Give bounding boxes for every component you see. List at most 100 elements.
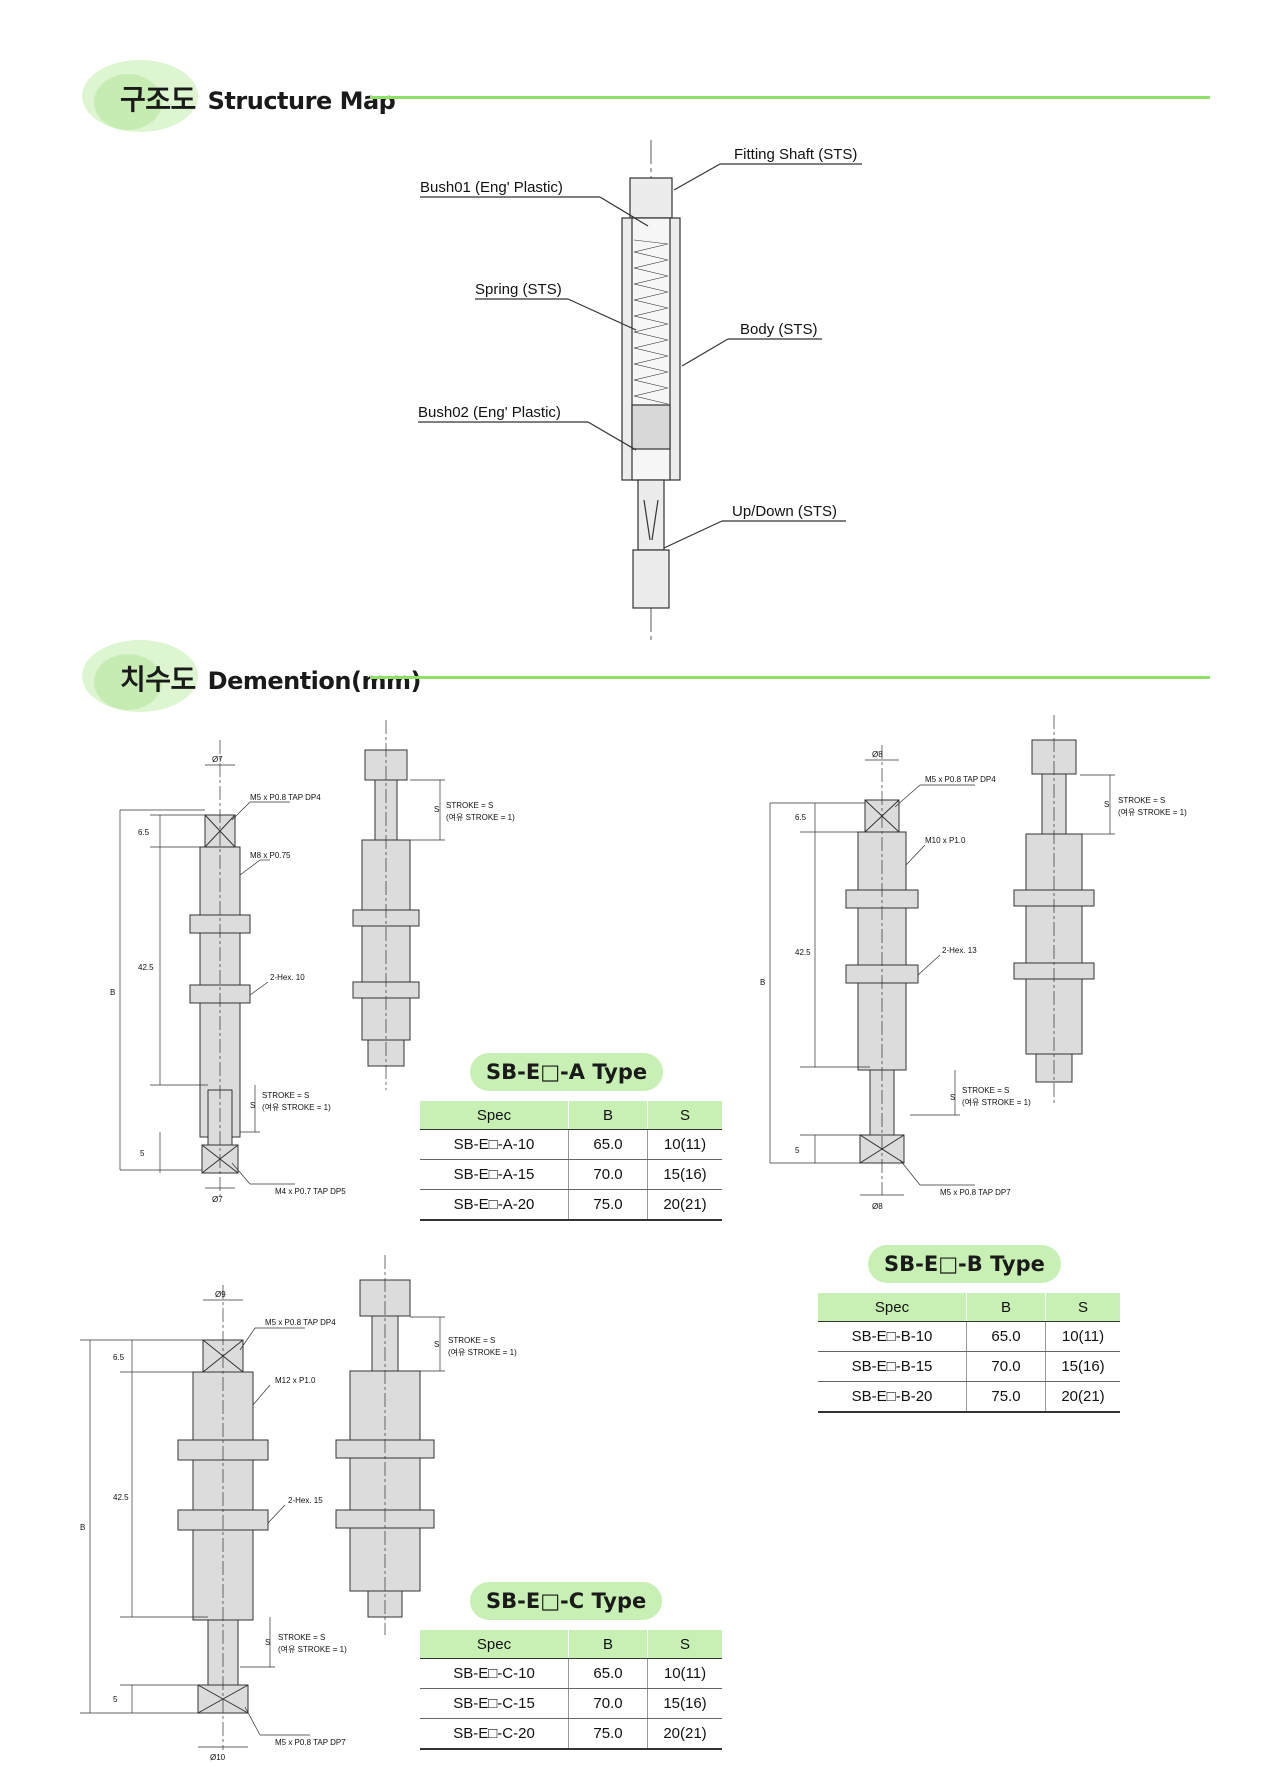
cell-spec: SB-E□-A-20 — [420, 1189, 569, 1221]
b-dim-s: S — [950, 1093, 955, 1102]
b-side-stroke1: STROKE = S — [1118, 796, 1165, 805]
drawing-b: Ø8 M5 x P0.8 TAP DP4 M10 x P1.0 2-Hex. 1… — [760, 715, 1187, 1211]
cell-s: 10(11) — [647, 1129, 722, 1160]
table-row: SB-E□-B-15 70.0 15(16) — [818, 1351, 1120, 1382]
col-header-spec: Spec — [420, 1101, 569, 1130]
cell-s: 15(16) — [647, 1159, 722, 1190]
col-header-b: B — [568, 1101, 648, 1130]
cell-s: 10(11) — [647, 1658, 722, 1689]
c-bot-tap: M5 x P0.8 TAP DP7 — [275, 1738, 346, 1747]
cell-b: 65.0 — [568, 1658, 648, 1689]
a-stroke1: STROKE = S — [262, 1091, 309, 1100]
col-header-s: S — [647, 1101, 722, 1130]
cell-s: 20(21) — [647, 1718, 722, 1750]
c-dim-5: 5 — [113, 1695, 118, 1704]
table-header-row: Spec B S — [818, 1293, 1120, 1322]
c-thread: M12 x P1.0 — [275, 1376, 316, 1385]
a-top-dia: Ø7 — [212, 755, 223, 764]
b-top-tap: M5 x P0.8 TAP DP4 — [925, 775, 996, 784]
spec-table-b: Spec B S SB-E□-B-10 65.0 10(11) SB-E□-B-… — [818, 1293, 1120, 1413]
cell-spec: SB-E□-C-15 — [420, 1688, 569, 1719]
cell-b: 75.0 — [568, 1189, 648, 1221]
table-row: SB-E□-A-10 65.0 10(11) — [420, 1129, 722, 1160]
a-side-dim-s: S — [434, 805, 439, 814]
drawing-c: Ø9 M5 x P0.8 TAP DP4 M12 x P1.0 2-Hex. 1… — [80, 1255, 517, 1762]
dimension-title: 치수도 Demention(mm) — [120, 658, 421, 698]
a-dim-b: B — [110, 988, 115, 997]
c-stroke1: STROKE = S — [278, 1633, 325, 1642]
cell-spec: SB-E□-C-10 — [420, 1658, 569, 1689]
col-header-s: S — [1045, 1293, 1120, 1322]
a-dim-425: 42.5 — [138, 963, 154, 972]
label-body: Body (STS) — [740, 321, 818, 338]
b-side-stroke2: (여유 STROKE = 1) — [1118, 807, 1187, 817]
table-b-title: SB-E□-B Type — [868, 1245, 1061, 1283]
table-header-row: Spec B S — [420, 1101, 722, 1130]
dimension-section-header: 치수도 Demention(mm) — [80, 636, 1210, 726]
structure-title: 구조도 Structure Map — [120, 78, 396, 118]
cell-b: 65.0 — [568, 1129, 648, 1160]
b-bot-dia: Ø8 — [872, 1202, 883, 1211]
cell-b: 70.0 — [568, 1159, 648, 1190]
table-row: SB-E□-C-10 65.0 10(11) — [420, 1658, 722, 1689]
a-dim-65: 6.5 — [138, 828, 150, 837]
cell-b: 65.0 — [966, 1321, 1046, 1352]
section-divider — [370, 96, 1210, 99]
table-row: SB-E□-B-20 75.0 20(21) — [818, 1381, 1120, 1413]
cell-s: 10(11) — [1045, 1321, 1120, 1352]
structure-title-en: Structure Map — [207, 87, 396, 115]
structure-section-header: 구조도 Structure Map — [80, 56, 1210, 146]
structure-map-drawing: Fitting Shaft (STS) Bush01 (Eng' Plastic… — [418, 140, 862, 640]
dimension-title-en: Demention(mm) — [207, 667, 422, 695]
cell-b: 70.0 — [568, 1688, 648, 1719]
table-row: SB-E□-A-20 75.0 20(21) — [420, 1189, 722, 1221]
col-header-b: B — [966, 1293, 1046, 1322]
spec-table-a: Spec B S SB-E□-A-10 65.0 10(11) SB-E□-A-… — [420, 1101, 722, 1221]
table-header-row: Spec B S — [420, 1630, 722, 1659]
cell-s: 15(16) — [647, 1688, 722, 1719]
label-updown: Up/Down (STS) — [732, 503, 837, 520]
cell-s: 20(21) — [1045, 1381, 1120, 1413]
label-bush01: Bush01 (Eng' Plastic) — [420, 179, 563, 196]
b-dim-b: B — [760, 978, 765, 987]
c-dim-425: 42.5 — [113, 1493, 129, 1502]
table-row: SB-E□-B-10 65.0 10(11) — [818, 1321, 1120, 1352]
label-bush02: Bush02 (Eng' Plastic) — [418, 404, 561, 421]
a-hex: 2-Hex. 10 — [270, 973, 305, 982]
section-divider — [370, 676, 1210, 679]
c-dim-s: S — [265, 1638, 270, 1647]
a-side-stroke2: (여유 STROKE = 1) — [446, 812, 515, 822]
col-header-spec: Spec — [420, 1630, 569, 1659]
a-stroke2: (여유 STROKE = 1) — [262, 1102, 331, 1112]
b-stroke1: STROKE = S — [962, 1086, 1009, 1095]
a-dim-5: 5 — [140, 1149, 145, 1158]
a-bot-dia: Ø7 — [212, 1195, 223, 1204]
a-top-tap: M5 x P0.8 TAP DP4 — [250, 793, 321, 802]
c-dim-b: B — [80, 1523, 85, 1532]
cell-b: 75.0 — [568, 1718, 648, 1750]
b-dim-425: 42.5 — [795, 948, 811, 957]
table-row: SB-E□-A-15 70.0 15(16) — [420, 1159, 722, 1190]
c-side-stroke2: (여유 STROKE = 1) — [448, 1347, 517, 1357]
dimension-title-ko: 치수도 — [120, 663, 196, 696]
spec-table-c: Spec B S SB-E□-C-10 65.0 10(11) SB-E□-C-… — [420, 1630, 722, 1750]
structure-title-ko: 구조도 — [120, 83, 196, 116]
watercolor-blob-icon — [82, 640, 198, 712]
col-header-spec: Spec — [818, 1293, 967, 1322]
cell-spec: SB-E□-C-20 — [420, 1718, 569, 1750]
b-bot-tap: M5 x P0.8 TAP DP7 — [940, 1188, 1011, 1197]
b-side-dim-s: S — [1104, 800, 1109, 809]
c-side-dim-s: S — [434, 1340, 439, 1349]
a-thread: M8 x P0.75 — [250, 851, 291, 860]
cell-spec: SB-E□-A-10 — [420, 1129, 569, 1160]
watercolor-blob-icon — [82, 60, 198, 132]
label-fitting-shaft: Fitting Shaft (STS) — [734, 146, 857, 163]
a-bot-tap: M4 x P0.7 TAP DP5 — [275, 1187, 346, 1196]
a-dim-s: S — [250, 1101, 255, 1110]
table-row: SB-E□-C-20 75.0 20(21) — [420, 1718, 722, 1750]
table-a-title: SB-E□-A Type — [470, 1053, 664, 1091]
cell-s: 15(16) — [1045, 1351, 1120, 1382]
b-dim-5: 5 — [795, 1146, 800, 1155]
c-bot-dia: Ø10 — [210, 1753, 226, 1762]
cell-spec: SB-E□-B-10 — [818, 1321, 967, 1352]
